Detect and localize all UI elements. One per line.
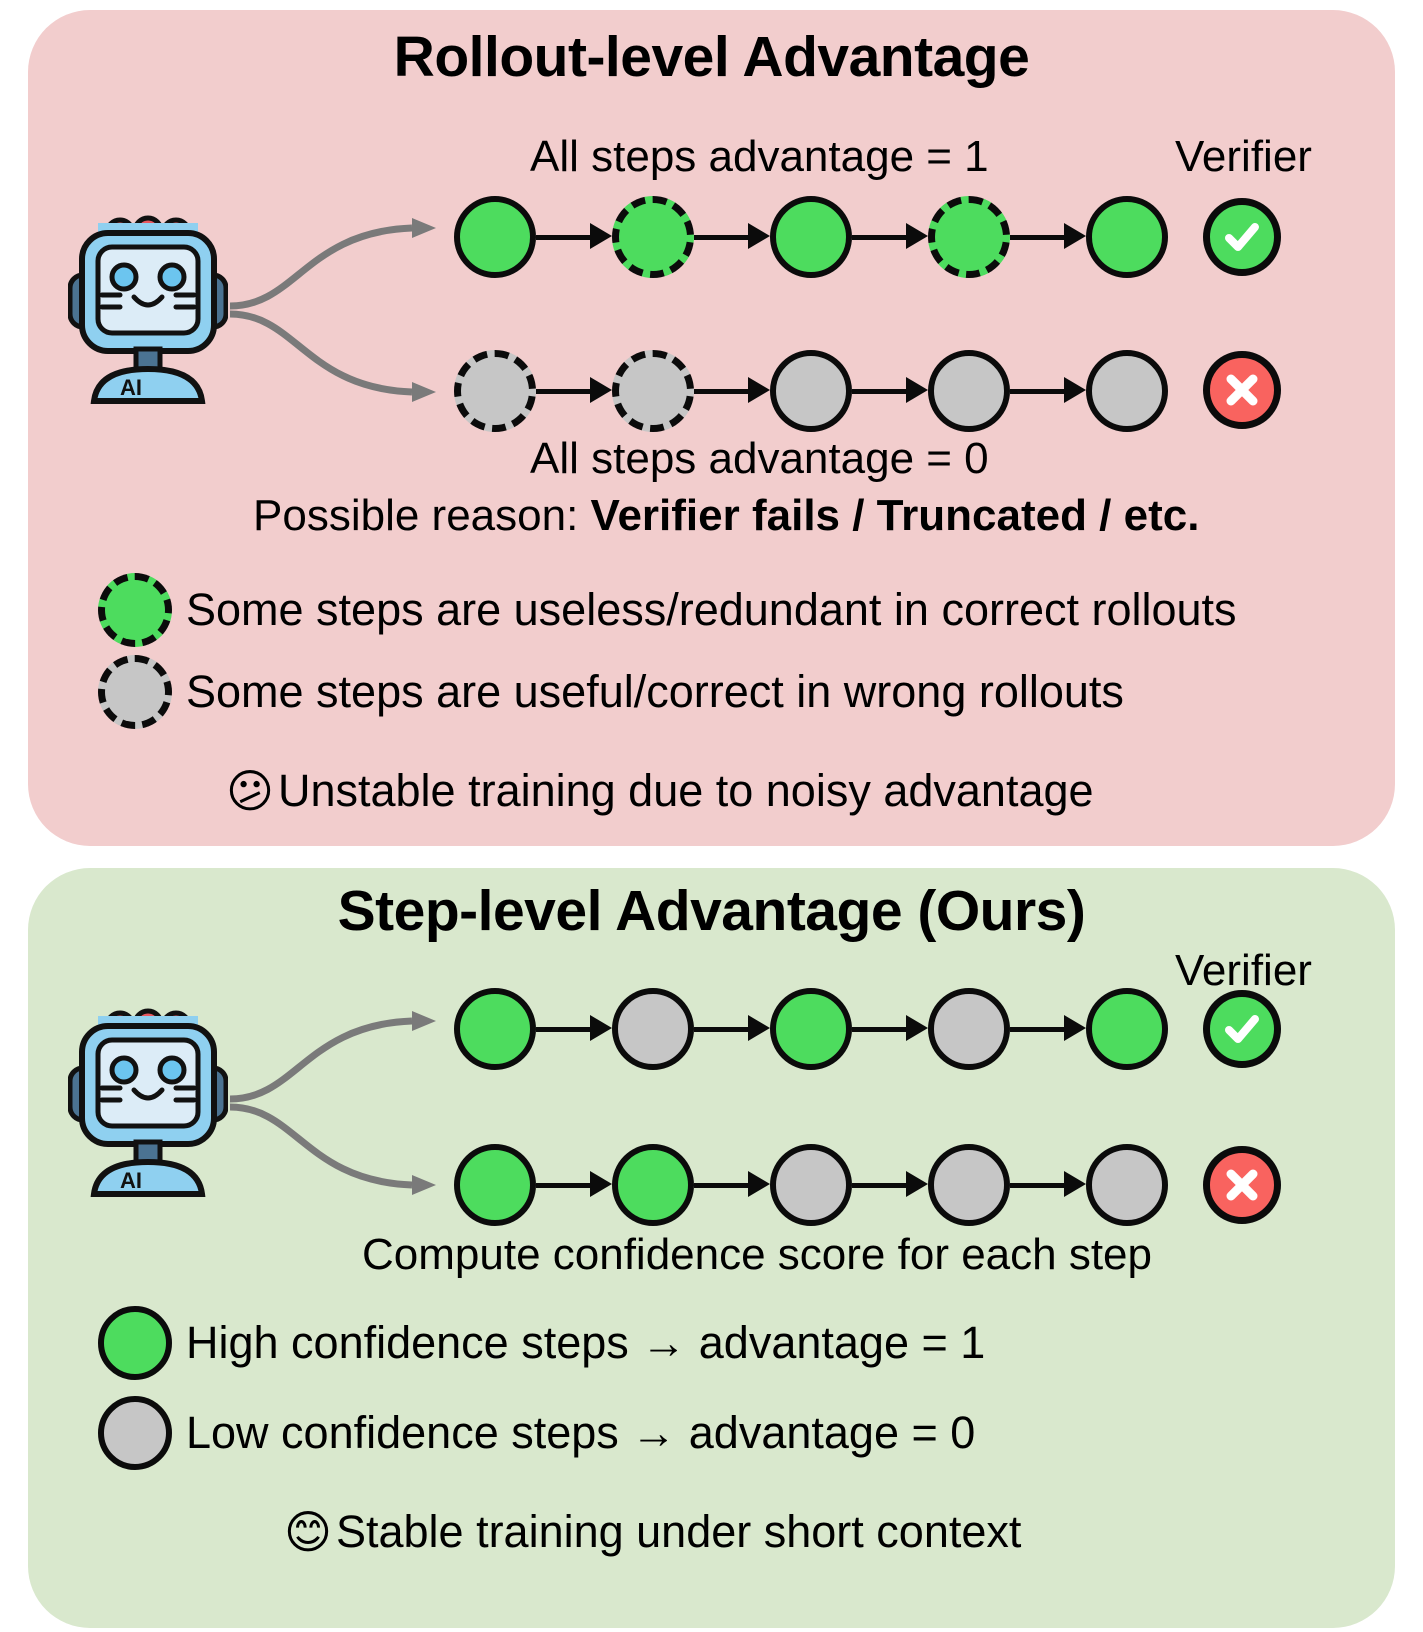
step-node[interactable] <box>612 988 694 1070</box>
smiling-face-emoji: 😊 <box>284 1506 332 1558</box>
step-node[interactable] <box>1086 988 1168 1070</box>
page-title: Step-level Advantage (Ours) <box>337 879 1086 943</box>
step-node[interactable] <box>770 350 852 432</box>
legend-item: Some steps are useless/redundant in corr… <box>98 573 1237 647</box>
outcome-note: 😕 Unstable training due to noisy advanta… <box>226 765 1094 817</box>
step-node[interactable] <box>770 196 852 278</box>
page-title: Rollout-level Advantage <box>393 25 1030 89</box>
check-icon[interactable] <box>1203 990 1281 1068</box>
step-node[interactable] <box>1086 1144 1168 1226</box>
reason-caption: Possible reason: Verifier fails / Trunca… <box>253 491 1199 541</box>
step-node[interactable] <box>612 196 694 278</box>
rollout-level-advantage-panel: Rollout-level Advantage Verifier All ste… <box>28 10 1395 846</box>
step-node[interactable] <box>1086 196 1168 278</box>
bottom-caption: Compute confidence score for each step <box>362 1230 1153 1279</box>
legend-label: Some steps are useless/redundant in corr… <box>186 584 1237 635</box>
step-node[interactable] <box>612 350 694 432</box>
step-arrow <box>536 1171 612 1197</box>
step-node[interactable] <box>928 1144 1010 1226</box>
step-arrow <box>1010 1015 1086 1041</box>
step-node[interactable] <box>454 1144 536 1226</box>
step-node[interactable] <box>454 196 536 278</box>
agent-badge-text: AI <box>120 1168 142 1193</box>
step-arrow <box>536 223 612 249</box>
chain-correct-rollout <box>454 196 1168 278</box>
step-arrow <box>1010 377 1086 403</box>
step-level-advantage-panel: Step-level Advantage (Ours) Verifier AI <box>28 868 1395 1628</box>
step-arrow <box>694 223 770 249</box>
step-arrow <box>536 1015 612 1041</box>
robot-icon: AI <box>67 1008 229 1203</box>
step-node[interactable] <box>612 1144 694 1226</box>
agent-badge-text: AI <box>120 375 142 400</box>
step-arrow <box>694 1015 770 1041</box>
verifier-column-label: Verifier <box>1175 946 1312 995</box>
legend-item: High confidence steps → advantage = 1 <box>98 1306 985 1380</box>
reason-bold: Verifier fails / Truncated / etc. <box>590 491 1200 540</box>
check-icon[interactable] <box>1203 198 1281 276</box>
bottom-caption: All steps advantage = 0 <box>530 434 989 483</box>
chain-wrong-rollout <box>454 350 1168 432</box>
step-node[interactable] <box>928 988 1010 1070</box>
outcome-note-text: Unstable training due to noisy advantage <box>277 765 1094 816</box>
step-arrow <box>694 1171 770 1197</box>
step-node[interactable] <box>454 350 536 432</box>
legend-label: High confidence steps → advantage = 1 <box>186 1317 986 1368</box>
step-arrow <box>852 1015 928 1041</box>
reason-prefix: Possible reason: <box>253 491 591 540</box>
legend-dot-green-solid <box>98 1306 172 1380</box>
chain-wrong-rollout <box>454 1144 1168 1226</box>
legend-dot-gray-dashed <box>98 655 172 729</box>
step-node[interactable] <box>770 988 852 1070</box>
step-arrow <box>694 377 770 403</box>
legend-item: Some steps are useful/correct in wrong r… <box>98 655 1124 729</box>
step-node[interactable] <box>454 988 536 1070</box>
branch-connector <box>226 1003 446 1208</box>
cross-icon[interactable] <box>1203 351 1281 429</box>
legend-label: Some steps are useful/correct in wrong r… <box>186 666 1124 717</box>
step-arrow <box>1010 223 1086 249</box>
chain-correct-rollout <box>454 988 1168 1070</box>
robot-icon: AI <box>67 215 229 410</box>
step-arrow <box>1010 1171 1086 1197</box>
cross-icon[interactable] <box>1203 1146 1281 1224</box>
legend-item: Low confidence steps → advantage = 0 <box>98 1396 975 1470</box>
legend-dot-gray-solid <box>98 1396 172 1470</box>
verifier-column-label: Verifier <box>1175 132 1312 181</box>
legend-label: Low confidence steps → advantage = 0 <box>186 1407 976 1458</box>
step-arrow <box>852 377 928 403</box>
step-node[interactable] <box>1086 350 1168 432</box>
step-node[interactable] <box>770 1144 852 1226</box>
step-node[interactable] <box>928 350 1010 432</box>
outcome-note-text: Stable training under short context <box>335 1506 1022 1557</box>
step-node[interactable] <box>928 196 1010 278</box>
outcome-note: 😊 Stable training under short context <box>284 1506 1021 1558</box>
top-caption: All steps advantage = 1 <box>530 132 989 181</box>
branch-connector <box>226 210 446 415</box>
step-arrow <box>852 223 928 249</box>
step-arrow <box>852 1171 928 1197</box>
legend-dot-green-dashed <box>98 573 172 647</box>
confused-face-emoji: 😕 <box>226 765 274 817</box>
step-arrow <box>536 377 612 403</box>
